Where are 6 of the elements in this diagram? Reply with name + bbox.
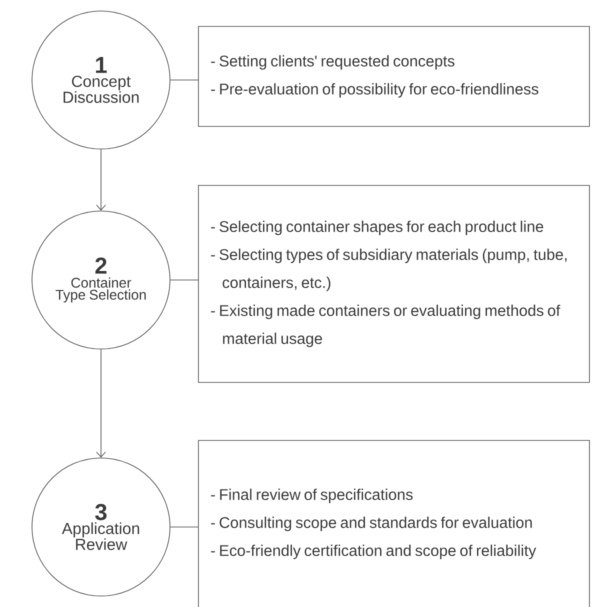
description-box: - Setting clients' requested concepts - Pre-evaluation of possibility for eco-friendliness xyxy=(198,26,590,127)
arrow xyxy=(96,349,106,458)
arrow xyxy=(96,148,106,211)
description-box: - Final review of specifications - Consulting scope and standards for evaluation - Eco-friendly certification and scope of reliability xyxy=(198,440,590,607)
description-box: - Selecting container shapes for each product line - Selecting types of subsidiary materials (pump, tube, containers, etc.) - Existing made containers or evaluating methods of material usage xyxy=(198,185,590,383)
connector-line xyxy=(170,526,198,528)
